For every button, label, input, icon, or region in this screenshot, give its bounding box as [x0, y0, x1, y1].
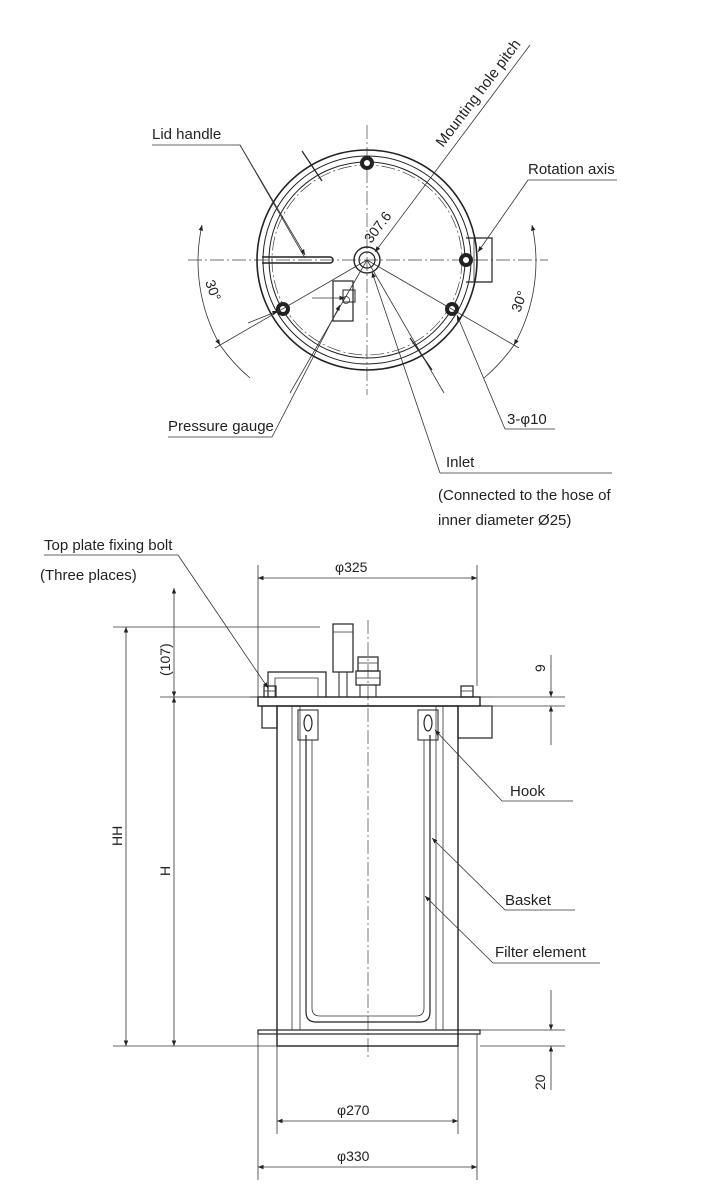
rotation-axis-tab-side	[457, 705, 493, 739]
inlet-fitting-side	[355, 656, 381, 698]
angle-left-label: 30°	[202, 278, 224, 303]
top-plate	[257, 696, 481, 707]
inlet-note-line2: inner diameter Ø25)	[438, 512, 571, 529]
mounting-hole-top	[360, 156, 374, 170]
pressure-gauge-side	[332, 623, 354, 698]
mounting-hole-right	[459, 253, 473, 267]
body-diameter-label: φ270	[337, 1102, 370, 1118]
top-plate-bolt-note: (Three places)	[40, 567, 137, 584]
hook-label: Hook	[510, 783, 546, 800]
top-plate-bolt-label: Top plate fixing bolt	[44, 537, 173, 554]
basket-label: Basket	[505, 892, 552, 909]
bottom-ring-height-label: 20	[532, 1074, 548, 1090]
flange-thickness-label: 9	[532, 664, 548, 672]
mounting-holes-label: 3-φ10	[507, 411, 547, 428]
inlet-fitting	[353, 246, 381, 274]
top-view: Lid handle Mounting hole pitch 307.6 Rot…	[152, 36, 617, 529]
fixing-bolt-left	[263, 685, 277, 698]
hook-left	[297, 709, 319, 741]
mounting-hole-pitch-label: Mounting hole pitch	[433, 36, 525, 150]
lid-handle-label: Lid handle	[152, 126, 221, 143]
bottom-ring	[257, 1029, 481, 1035]
lid-handle-side	[267, 671, 327, 697]
basket-shape	[305, 735, 431, 1023]
lid-outer-ring	[256, 149, 478, 371]
body-height-label: H	[157, 866, 173, 876]
inlet-label: Inlet	[446, 454, 475, 471]
side-view: φ325 HH H (107) 9 20 φ270 φ330	[40, 537, 600, 1180]
pressure-gauge-label: Pressure gauge	[168, 418, 274, 435]
inlet-note-line1: (Connected to the hose of	[438, 487, 611, 504]
filter-element-label: Filter element	[495, 944, 587, 961]
fixing-bolt-right	[460, 685, 474, 698]
top-diameter-label: φ325	[335, 559, 368, 575]
pitch-diameter-value: 307.6	[361, 208, 395, 246]
housing-body	[276, 705, 459, 1047]
upper-height-label: (107)	[157, 643, 173, 676]
base-diameter-label: φ330	[337, 1148, 370, 1164]
angle-right-label: 30°	[508, 289, 530, 314]
rotation-axis-label: Rotation axis	[528, 161, 615, 178]
total-height-label: HH	[109, 826, 125, 846]
hook-right	[417, 709, 439, 741]
lid-handle-shape	[262, 256, 334, 264]
pressure-gauge-shape	[332, 280, 356, 322]
rotation-axis-tab	[466, 237, 493, 283]
